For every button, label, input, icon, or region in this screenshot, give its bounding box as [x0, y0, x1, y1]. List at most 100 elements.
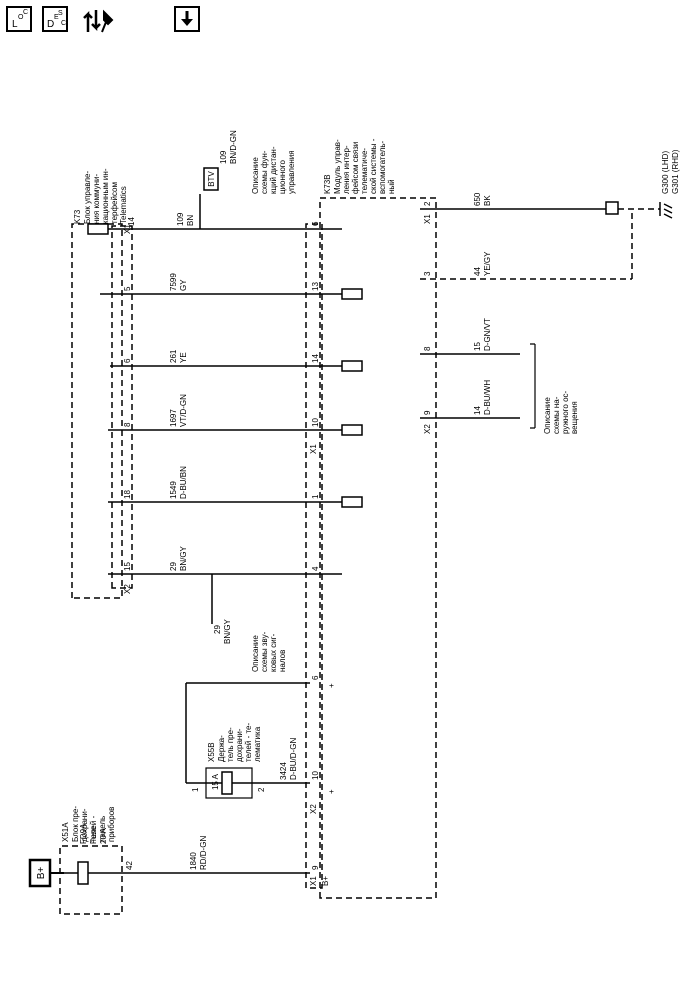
svg-text:телей - те-: телей - те-: [244, 723, 253, 762]
fuse-holder-rating: 15 A: [211, 773, 220, 790]
desc-sub3: C: [61, 20, 67, 27]
schematic-layer: B+ FD9A Fuse 20 A X51A Блок пре- дохрани…: [28, 130, 680, 915]
fuse-holder-name: Держа- тель пре- дохрани- телей - те- ле…: [217, 723, 262, 762]
k73b-pin-14: 14: [311, 354, 320, 363]
ground-line1: G300 (LHD): [661, 151, 670, 194]
btv-box: [203, 167, 219, 191]
svg-text:ружного ос-: ружного ос-: [561, 390, 570, 434]
location-button[interactable]: L O C: [6, 6, 32, 32]
fuse-holder-pin2: 2: [257, 787, 266, 792]
wire-29-color: BN/GY: [179, 545, 188, 571]
wire-7599-circuit: 7599: [169, 273, 178, 291]
k73b-x1-mid: X1: [309, 444, 318, 454]
svg-text:кций дистан-: кций дистан-: [269, 146, 278, 194]
svg-text:Модуль управ-: Модуль управ-: [333, 139, 342, 194]
desc-sub2: S: [58, 10, 63, 17]
horn-desc: Описание схемы зву- ковых сиг- налов: [251, 631, 287, 672]
battery-label: B+: [36, 867, 47, 880]
wire-109-color: BN: [186, 215, 195, 226]
svg-text:ционного: ционного: [278, 159, 287, 194]
k73b-outline: [319, 197, 437, 899]
k73-pin-6: 6: [123, 358, 132, 363]
svg-text:приборов: приборов: [107, 807, 116, 842]
svg-text:панель: панель: [98, 816, 107, 842]
right-pin-9: 9: [423, 410, 432, 415]
wire-29-circuit: 29: [169, 562, 178, 571]
wire-650-circuit: 650: [473, 192, 482, 206]
wire-650-color: BK: [483, 195, 492, 206]
k73-connector-outline: [111, 225, 133, 589]
connector-tool-icon[interactable]: [82, 6, 116, 36]
k73b-pin-1: 1: [311, 494, 320, 499]
wire-44-color: YE/GY: [483, 251, 492, 276]
fuse-block-pin: 42: [125, 861, 134, 870]
k73-pin-14: 14: [127, 217, 136, 226]
k73b-pin-6b: 6: [311, 675, 320, 680]
right-pin-8: 8: [423, 346, 432, 351]
ground-icon: [659, 202, 673, 219]
svg-text:ния коммуни-: ния коммуни-: [92, 174, 101, 224]
wire-261-circuit: 261: [169, 349, 178, 363]
k73b-pin-6: 6: [311, 221, 320, 226]
right-x2: X2: [423, 424, 432, 434]
svg-text:ской системы -: ской системы -: [369, 138, 378, 194]
k73-pin-18: 18: [123, 490, 132, 499]
loc-main: L: [12, 19, 18, 30]
desc-sub1: E: [54, 14, 59, 21]
wire-1549-circuit: 1549: [169, 481, 178, 499]
svg-text:дохрани-: дохрани-: [235, 728, 244, 762]
k73-outline: [71, 223, 123, 599]
download-button[interactable]: [174, 6, 200, 32]
desc-main: D: [47, 19, 55, 30]
svg-text:лематика: лематика: [253, 726, 262, 762]
k73-pin-15: 15: [123, 562, 132, 571]
light-desc: Описание схемы на- ружного ос- вещения: [543, 390, 579, 434]
k73b-pin-9: 9: [311, 865, 320, 870]
svg-text:терфейсом: терфейсом: [110, 182, 119, 224]
k73-pin-5: 5: [123, 286, 132, 291]
k73b-ref: K73B: [323, 174, 332, 194]
svg-text:вспомогатель-: вспомогатель-: [378, 141, 387, 195]
wire-109-circuit: 109: [176, 212, 185, 226]
svg-text:телей -: телей -: [89, 815, 98, 842]
k73b-x2: X2: [309, 804, 318, 814]
btv-color: BN/D-GN: [229, 130, 238, 164]
fuse-word: Fuse: [89, 826, 98, 844]
loc-sub1: O: [18, 14, 24, 21]
svg-text:схемы зву-: схемы зву-: [260, 631, 269, 672]
wire-14-color: D-BU/WH: [483, 380, 492, 415]
wire-14-circuit: 14: [473, 406, 482, 415]
k73-ref: K73: [73, 209, 82, 224]
wire-261-color: YE: [179, 352, 188, 363]
svg-text:налов: налов: [278, 650, 287, 672]
wire-1697-color: VT/D-GN: [179, 394, 188, 427]
fuse-block-ref: X51A: [61, 822, 70, 842]
k73b-connector-outline: [305, 223, 323, 889]
wire-3424-color: D-BU/D-GN: [289, 738, 298, 780]
resistor-icon: [87, 223, 109, 235]
fuse-holder-pin1: 1: [191, 787, 200, 792]
k73b-pin-10: 10: [311, 418, 320, 427]
svg-text:телематиче-: телематиче-: [360, 148, 369, 194]
svg-text:ковых сиг-: ковых сиг-: [269, 633, 278, 672]
wire-44-circuit: 44: [473, 267, 482, 276]
svg-text:Держа-: Держа-: [217, 735, 226, 762]
svg-text:фейсом связи: фейсом связи: [351, 142, 360, 194]
btv-desc: Описание схемы фун- кций дистан- ционног…: [251, 146, 296, 194]
svg-text:Telematics: Telematics: [119, 186, 128, 224]
splice-box: [605, 201, 619, 215]
k73-pin-8: 8: [123, 422, 132, 427]
right-x1: X1: [423, 214, 432, 224]
description-button[interactable]: D E S C: [42, 6, 68, 32]
k73-wires: 14 109 BN 6 5 7599 GY 13 6 261 YE 14 8 1…: [87, 212, 363, 870]
ground-line2: G301 (RHD): [671, 149, 680, 194]
fuse-holder-ref: X55B: [207, 742, 216, 762]
loc-sub2: C: [23, 9, 29, 16]
svg-text:Блок пре-: Блок пре-: [71, 806, 80, 842]
svg-text:ный: ный: [387, 179, 396, 194]
wire-3424-circuit: 3424: [279, 762, 288, 780]
right-pin-2: 2: [423, 201, 432, 206]
svg-text:вещения: вещения: [570, 401, 579, 434]
fuse-block-outline: [59, 845, 123, 915]
